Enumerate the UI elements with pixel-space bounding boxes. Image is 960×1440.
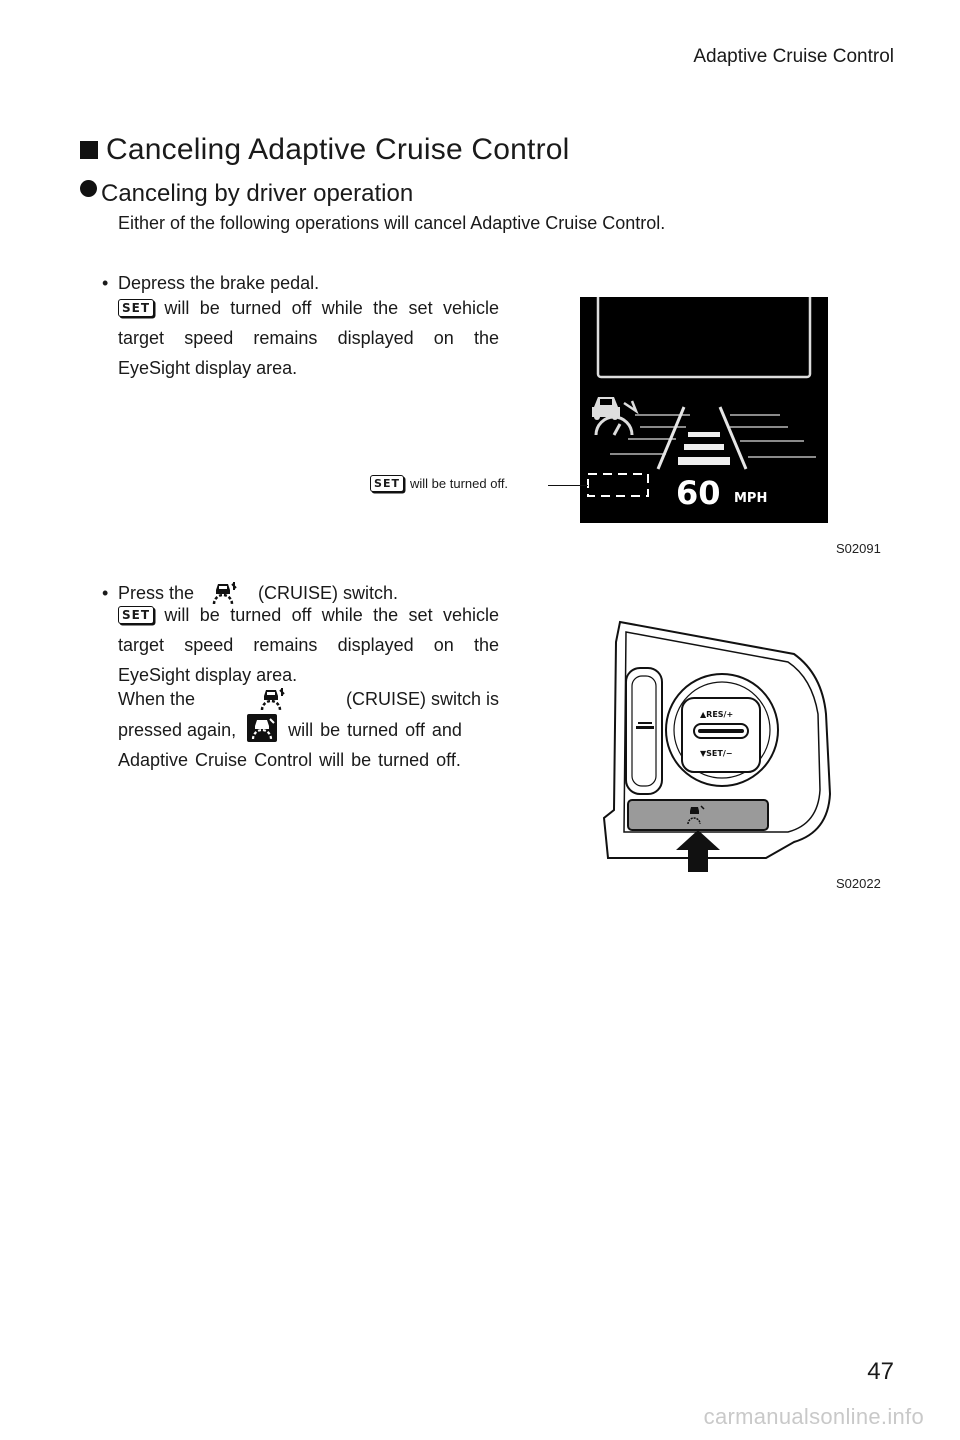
cruise-indicator-icon — [247, 714, 278, 742]
when-pressed-again: pressed again, — [118, 720, 242, 740]
set-indicator-icon: SET — [118, 299, 154, 317]
eyesight-display-figure: 60 MPH — [580, 297, 828, 523]
sub-heading: Canceling by driver operation — [80, 179, 414, 208]
item2-when-line: When the (CRUISE) switch is — [118, 684, 499, 714]
set-indicator-icon: SET — [370, 475, 404, 492]
when-post: will be turned off and Adaptive Cruise C… — [118, 720, 462, 770]
set-indicator-icon: SET — [118, 606, 154, 624]
press-arrow-icon — [676, 830, 720, 872]
bullet-item-brake-title: Depress the brake pedal. — [118, 273, 320, 293]
item2-description: SET will be turned off while the set veh… — [118, 600, 499, 690]
item2-when-block: pressed again, will be turned off and Ad… — [118, 714, 499, 775]
item2-description-text: will be turned off while the set vehicle… — [118, 605, 499, 685]
car-gauge-icon — [592, 397, 620, 420]
callout-leader-line — [548, 485, 588, 486]
bullet-item-brake: • Depress the brake pedal. — [102, 273, 319, 294]
section-heading: Canceling Adaptive Cruise Control — [80, 133, 570, 167]
speed-readout: 60 — [676, 474, 721, 512]
cruise-button-icon — [687, 805, 705, 825]
section-heading-text: Canceling Adaptive Cruise Control — [106, 133, 570, 166]
cruise-switch-icon — [212, 582, 237, 605]
intro-text: Either of the following operations will … — [118, 213, 666, 233]
when-mid-a: (CRUISE) switch is — [345, 689, 499, 709]
bullet-item-cruise-pre: Press the — [118, 582, 195, 603]
cruise-switch-icon — [260, 688, 285, 711]
speed-unit: MPH — [734, 491, 767, 506]
circle-bullet-icon — [80, 179, 97, 197]
steering-switch-figure: ▲RES/+ ▼SET/− — [602, 620, 832, 872]
square-bullet-icon — [80, 141, 98, 159]
page-number: 47 — [867, 1358, 894, 1385]
sub-heading-text: Canceling by driver operation — [101, 180, 414, 207]
set-label: ▼SET/− — [700, 749, 732, 758]
callout-text: will be turned off. — [410, 476, 509, 491]
bullet-dot: • — [102, 273, 109, 293]
watermark: carmanualsonline.info — [703, 1404, 924, 1429]
figure-code: S02091 — [836, 541, 881, 556]
bullet-dot: • — [102, 582, 109, 603]
set-off-callout: SET will be turned off. — [370, 475, 508, 492]
figure-code: S02022 — [836, 876, 881, 891]
bullet-item-cruise: • Press the (CRUISE) switch. — [102, 580, 398, 606]
res-label: ▲RES/+ — [700, 710, 733, 719]
running-header: Adaptive Cruise Control — [693, 46, 894, 67]
bullet-item-cruise-post: (CRUISE) switch. — [258, 582, 399, 603]
when-pre: When the — [118, 689, 196, 709]
item1-description-text: will be turned off while the set vehicle… — [118, 298, 499, 378]
item1-description: SET will be turned off while the set veh… — [118, 293, 499, 383]
